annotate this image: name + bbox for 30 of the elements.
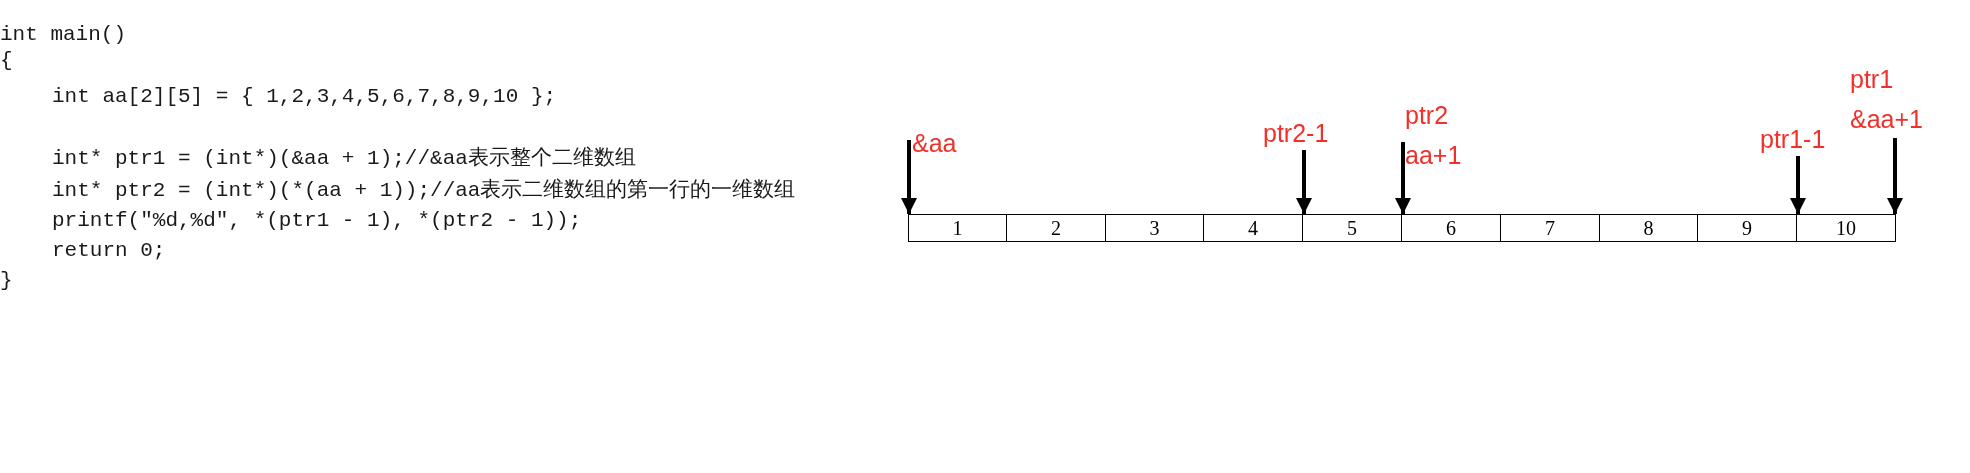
- arrow: [1887, 138, 1903, 214]
- pointer-label: ptr1-1: [1760, 124, 1826, 154]
- code-line: int* ptr2 = (int*)(*(aa + 1));//aa表示二维数组的第一行的一维数组: [52, 178, 796, 204]
- code-line: int* ptr1 = (int*)(&aa + 1);//&aa表示整个二维数组: [52, 146, 636, 172]
- arrow: [1395, 142, 1411, 214]
- arrow: [901, 140, 917, 214]
- code-line: return 0;: [52, 238, 166, 264]
- arrow: [1296, 150, 1312, 214]
- code-line: printf("%d,%d", *(ptr1 - 1), *(ptr2 - 1));: [52, 208, 582, 234]
- array-cell: 5: [1303, 214, 1402, 242]
- pointer-label: ptr2: [1405, 100, 1450, 130]
- pointer-label: &aa+1: [1850, 104, 1923, 134]
- array-cell: 4: [1204, 214, 1303, 242]
- pointer-label: &aa: [912, 128, 957, 158]
- array-cell: 10: [1797, 214, 1896, 242]
- array-cell: 3: [1106, 214, 1204, 242]
- array-cell: 2: [1007, 214, 1106, 242]
- pointer-label: ptr2-1: [1263, 118, 1329, 148]
- pointer-label: ptr1: [1850, 64, 1895, 94]
- array-cell: 8: [1600, 214, 1698, 242]
- code-line: int main(): [0, 22, 127, 48]
- array-cell: 9: [1698, 214, 1797, 242]
- pointer-label: aa+1: [1405, 140, 1462, 170]
- array-cell: 7: [1501, 214, 1600, 242]
- array-cell: 6: [1402, 214, 1501, 242]
- code-line: {: [0, 48, 13, 74]
- code-line: }: [0, 268, 13, 294]
- array-cell: 1: [908, 214, 1007, 242]
- code-line: int aa[2][5] = { 1,2,3,4,5,6,7,8,9,10 };: [52, 84, 557, 110]
- arrow: [1790, 156, 1806, 214]
